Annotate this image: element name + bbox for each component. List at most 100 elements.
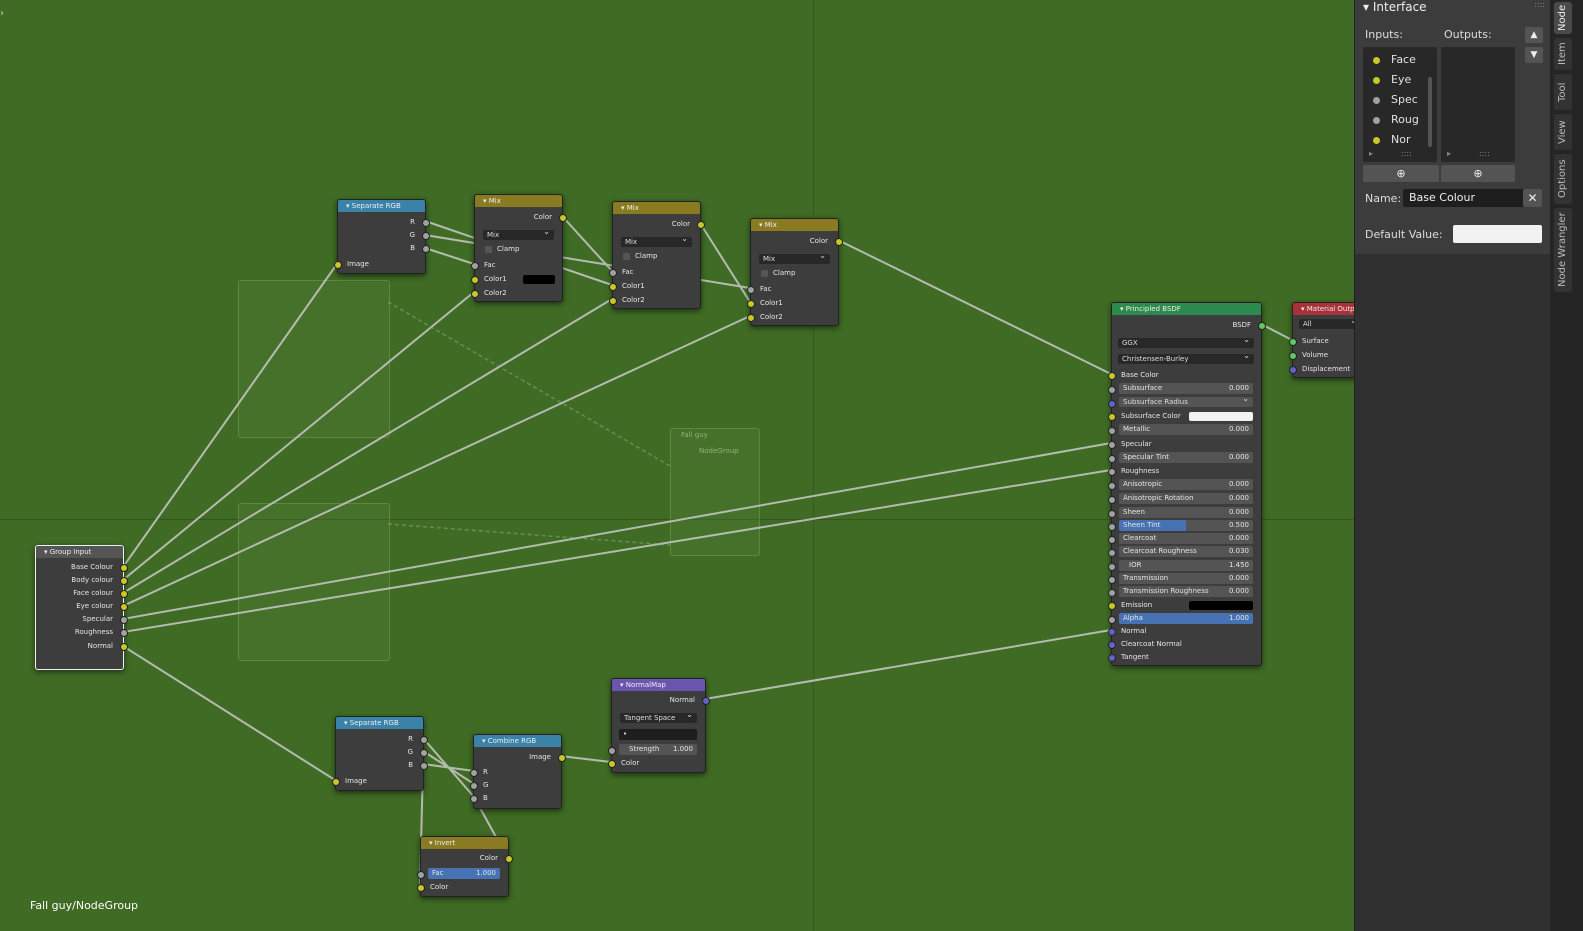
combine-socket-r[interactable] [470, 769, 478, 777]
mix-2-socket-fac[interactable] [609, 269, 617, 277]
drag-handle-icon[interactable]: :::: [1534, 0, 1545, 9]
inputs-scrollbar[interactable] [1428, 77, 1432, 147]
socket-normal-in[interactable] [1108, 628, 1116, 636]
socket-specular[interactable] [120, 616, 128, 624]
invert-socket-color[interactable] [417, 884, 425, 892]
mix-1-socket-out[interactable] [559, 214, 567, 222]
socket-anisotropic-rotation[interactable] [1108, 496, 1116, 504]
subsurface-method-dropdown[interactable]: Christensen-Burley [1118, 351, 1254, 364]
input-item-nor[interactable]: Nor [1363, 130, 1410, 150]
mix-1-clamp-checkbox[interactable] [485, 246, 492, 253]
socket-eye-colour[interactable] [120, 603, 128, 611]
input-item-face[interactable]: Face [1363, 50, 1416, 70]
mix-2-socket-color1[interactable] [609, 283, 617, 291]
name-field[interactable]: Base Colour [1403, 189, 1529, 207]
material-output-header[interactable]: ▾ Material Output [1293, 303, 1354, 315]
socket-transmission-roughness[interactable] [1108, 589, 1116, 597]
group-input-node[interactable]: ▾ Group Input Base Colour Body colour Fa… [35, 545, 128, 670]
add-input-button[interactable]: ⊕ [1363, 165, 1439, 182]
invert-socket-fac[interactable] [417, 871, 425, 879]
socket-sheen[interactable] [1108, 510, 1116, 518]
separate-rgb-header[interactable]: ▾ Separate RGB [338, 200, 425, 212]
normal-map-socket-strength[interactable] [608, 747, 616, 755]
principled-bsdf-node[interactable]: ▾ Principled BSDF BSDF GGX Christensen-B… [1108, 302, 1266, 666]
resize-grip-icon[interactable]: :::: [1401, 149, 1412, 158]
bottom-socket-g[interactable] [420, 749, 428, 757]
normal-map-uv-field[interactable]: • [619, 729, 697, 740]
resize-grip-icon[interactable]: :::: [1479, 149, 1490, 158]
socket-subsurface-radius[interactable] [1108, 400, 1116, 408]
socket-anisotropic[interactable] [1108, 482, 1116, 490]
combine-rgb-header[interactable]: ▾ Combine RGB [474, 735, 561, 747]
mix-2-header[interactable]: ▾ Mix [613, 202, 700, 214]
socket-specular-tint[interactable] [1108, 455, 1116, 463]
invert-fac-field[interactable]: Fac 1.000 [428, 868, 500, 879]
move-down-icon[interactable]: ▼ [1525, 47, 1543, 63]
socket-transmission[interactable] [1108, 576, 1116, 584]
emission-color-swatch[interactable] [1189, 601, 1253, 610]
inputs-list[interactable]: Face Eye Spec Roug Nor ▸ :::: [1363, 47, 1437, 162]
socket-tangent[interactable] [1108, 654, 1116, 662]
socket-base-color[interactable] [1108, 372, 1116, 380]
socket-alpha[interactable] [1108, 616, 1116, 624]
tab-tool[interactable]: Tool [1554, 74, 1572, 110]
tab-node[interactable]: Node [1554, 2, 1572, 34]
invert-header[interactable]: ▾ Invert [421, 837, 508, 849]
socket-clearcoat-roughness[interactable] [1108, 549, 1116, 557]
normal-map-socket-color[interactable] [608, 760, 616, 768]
mix-2-blend-dropdown[interactable]: Mix [621, 234, 692, 247]
socket-subsurface[interactable] [1108, 386, 1116, 394]
mix-3-header[interactable]: ▾ Mix [751, 219, 838, 231]
socket-surface[interactable] [1289, 338, 1297, 346]
mix-1-socket-color2[interactable] [471, 290, 479, 298]
mix-node-1[interactable]: ▾ Mix Color Mix Clamp Fac Color1 Color2 [471, 194, 567, 302]
socket-clearcoat[interactable] [1108, 536, 1116, 544]
material-output-node[interactable]: ▾ Material Output All Surface Volume Dis… [1289, 302, 1354, 378]
principled-bsdf-header[interactable]: ▾ Principled BSDF [1112, 303, 1261, 315]
socket-image[interactable] [334, 261, 342, 269]
socket-emission[interactable] [1108, 602, 1116, 610]
combine-rgb-node[interactable]: ▾ Combine RGB Image R G B [470, 734, 566, 809]
mix-3-socket-color1[interactable] [747, 300, 755, 308]
combine-socket-b[interactable] [470, 795, 478, 803]
subsurface-color-swatch[interactable] [1189, 412, 1253, 421]
socket-g[interactable] [422, 232, 430, 240]
tab-view[interactable]: View [1554, 114, 1572, 150]
default-value-color-swatch[interactable] [1453, 225, 1542, 243]
socket-specular-in[interactable] [1108, 441, 1116, 449]
mix-3-socket-out[interactable] [835, 238, 843, 246]
socket-ior[interactable] [1108, 563, 1116, 571]
socket-base-colour[interactable] [120, 564, 128, 572]
socket-volume[interactable] [1289, 352, 1297, 360]
mix-1-blend-dropdown[interactable]: Mix [483, 227, 554, 240]
bottom-socket-image[interactable] [332, 778, 340, 786]
mix-1-socket-fac[interactable] [471, 262, 479, 270]
socket-roughness[interactable] [120, 629, 128, 637]
outputs-list[interactable]: ▸ :::: [1441, 47, 1515, 162]
socket-b[interactable] [422, 245, 430, 253]
material-output-target-dropdown[interactable]: All [1299, 316, 1354, 329]
socket-displacement[interactable] [1289, 366, 1297, 374]
mix-1-socket-color1[interactable] [471, 276, 479, 284]
bottom-socket-b[interactable] [420, 762, 428, 770]
toolbar-expand-arrow-icon[interactable]: › [0, 8, 4, 19]
separate-rgb-node-bottom[interactable]: ▾ Separate RGB R G B Image [332, 716, 428, 791]
socket-r[interactable] [422, 219, 430, 227]
mix-1-header[interactable]: ▾ Mix [475, 195, 562, 207]
tab-item[interactable]: Item [1554, 38, 1572, 70]
input-item-eye[interactable]: Eye [1363, 70, 1411, 90]
normal-map-socket-out[interactable] [702, 697, 710, 705]
normal-map-header[interactable]: ▾ NormalMap [612, 679, 705, 691]
move-up-icon[interactable]: ▲ [1525, 27, 1543, 43]
mix-2-socket-out[interactable] [697, 221, 705, 229]
mix-3-blend-dropdown[interactable]: Mix [759, 251, 830, 264]
